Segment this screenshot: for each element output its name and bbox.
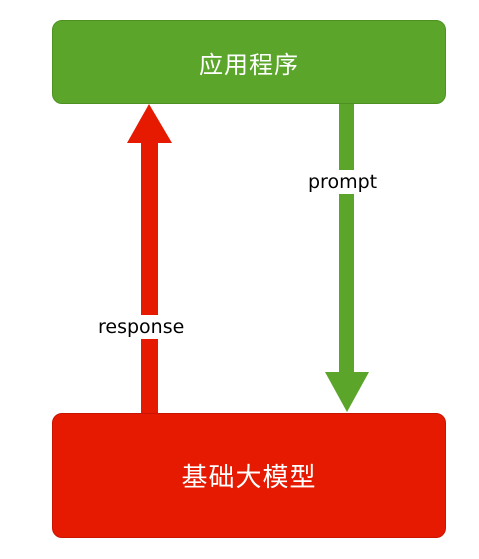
foundation-model-node: 基础大模型 (52, 413, 446, 538)
application-label: 应用程序 (199, 50, 299, 79)
response-label: response (96, 315, 187, 339)
application-node: 应用程序 (52, 20, 446, 104)
prompt-arrow (325, 104, 369, 412)
foundation-model-label: 基础大模型 (181, 463, 317, 493)
response-arrow (127, 104, 172, 414)
prompt-label: prompt (306, 170, 380, 194)
